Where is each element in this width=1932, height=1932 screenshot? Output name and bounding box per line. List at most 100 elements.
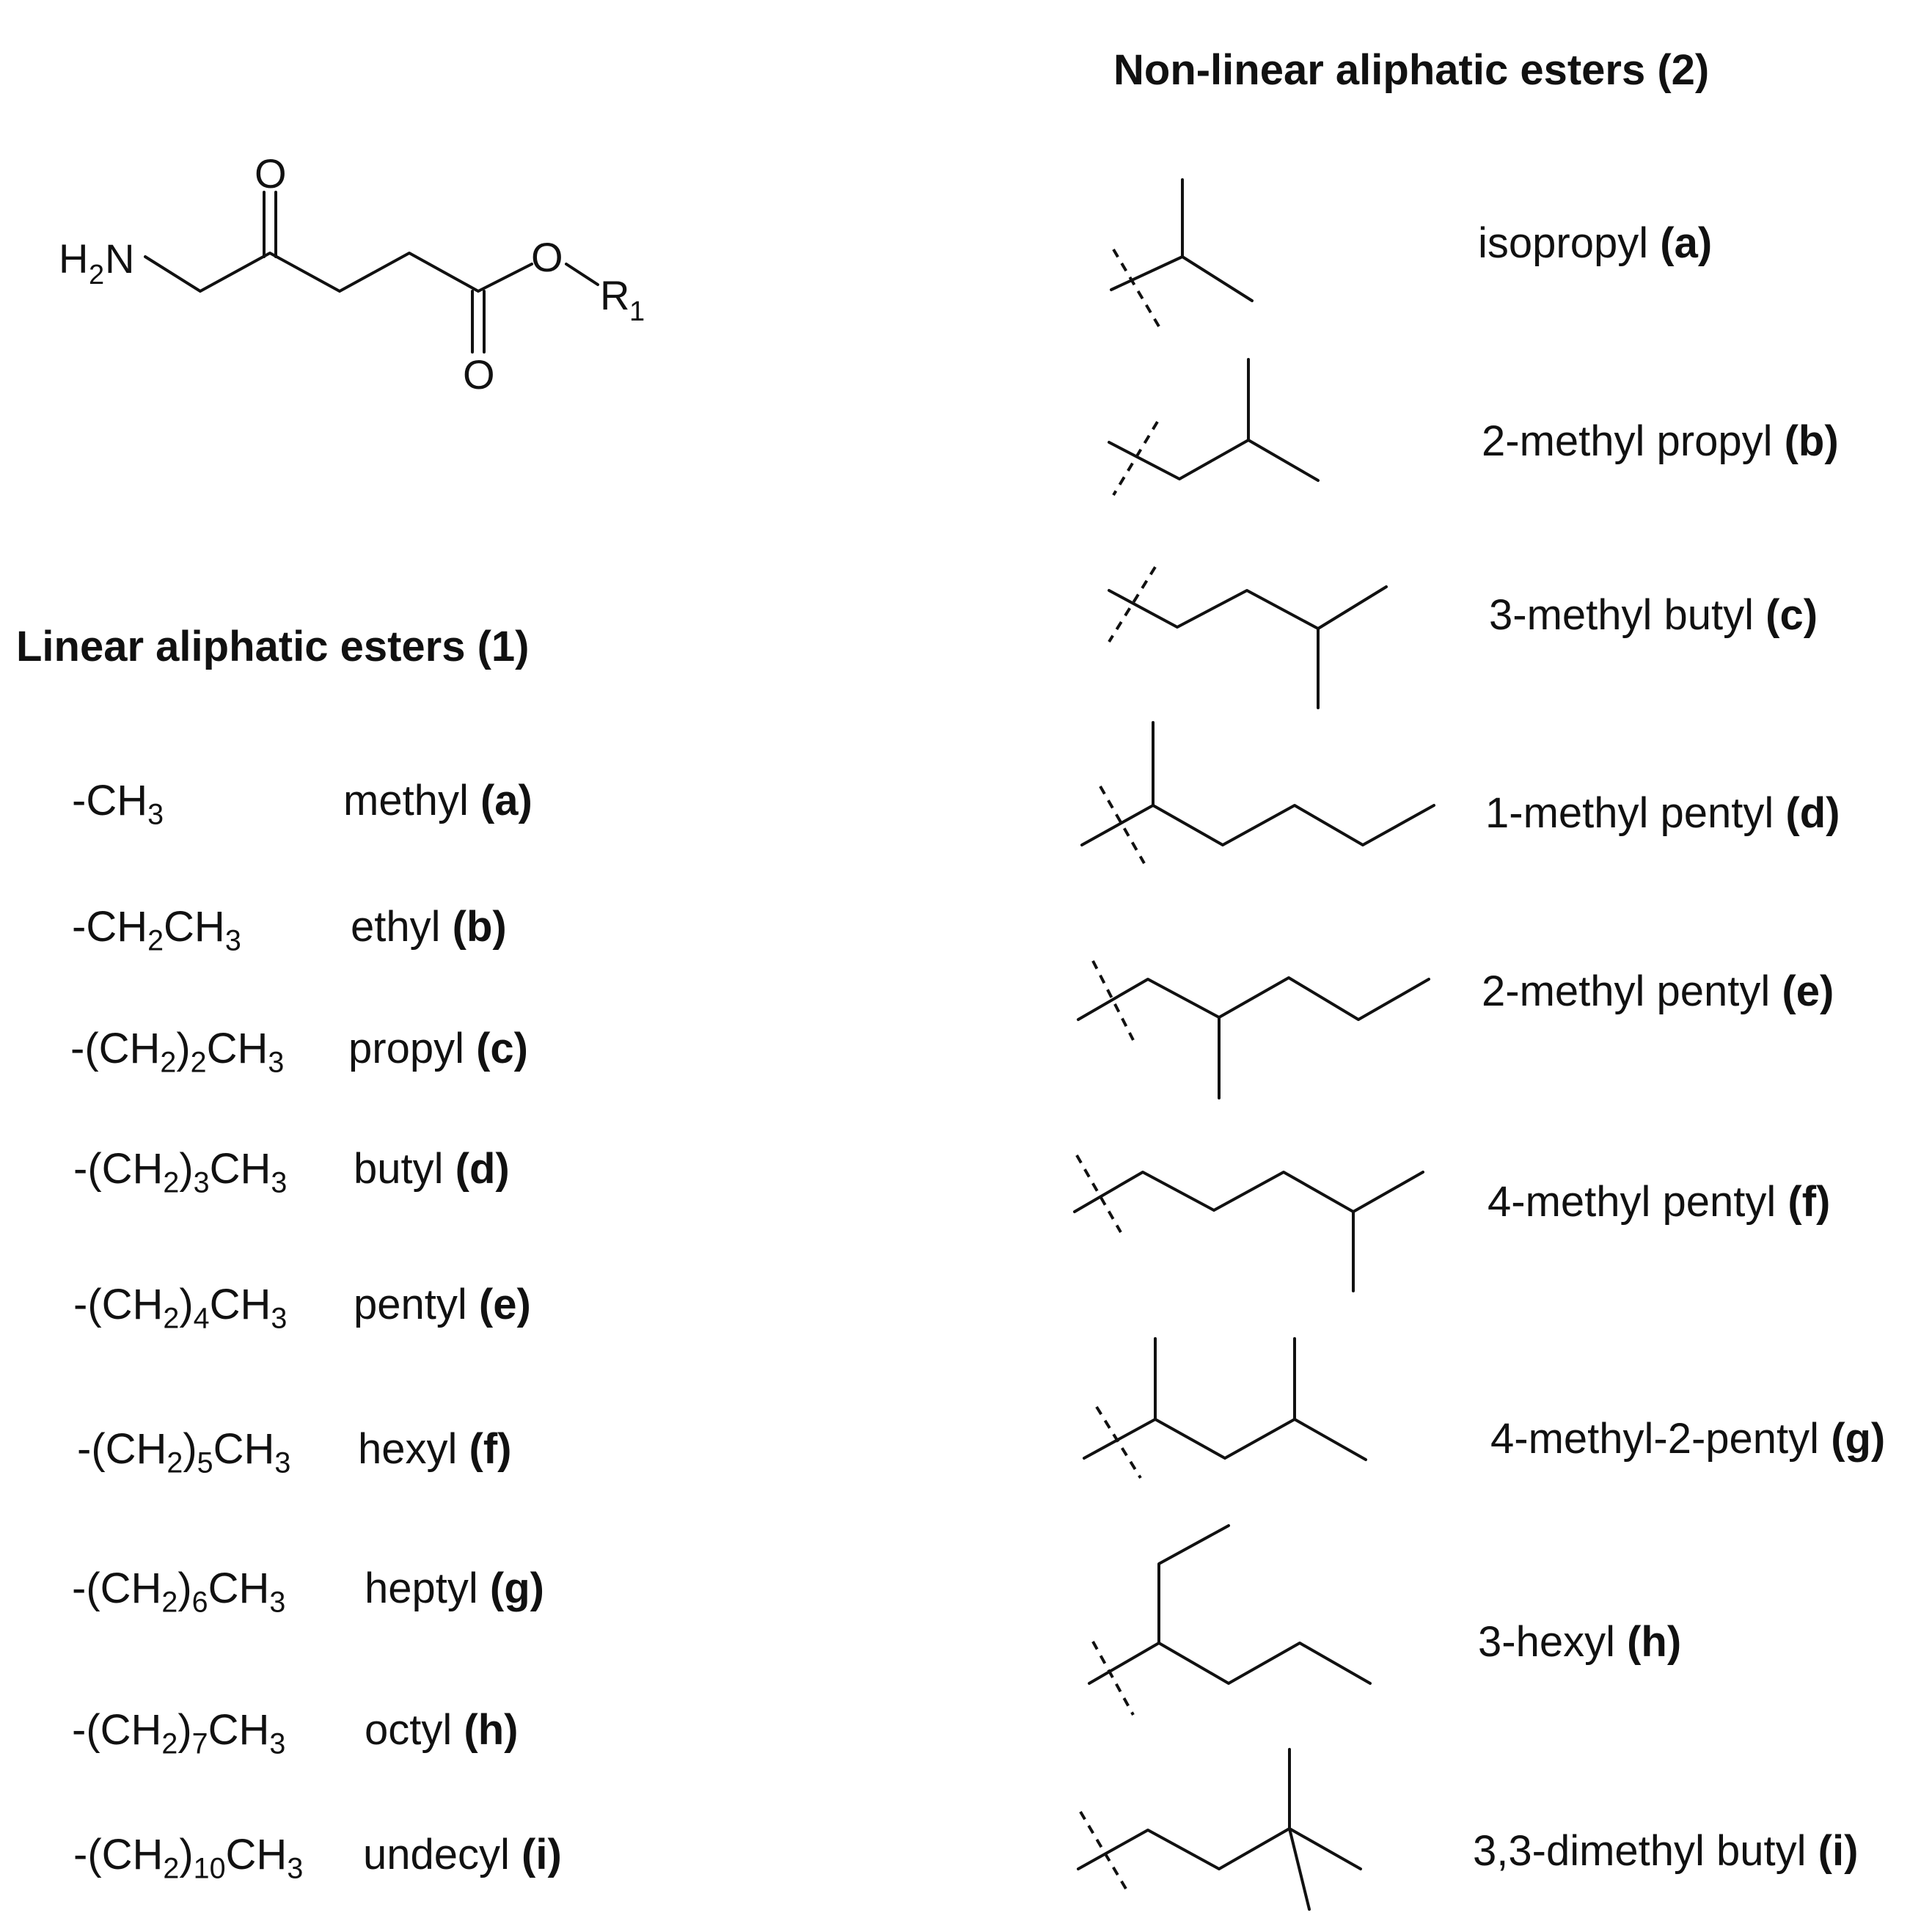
formula-subscript: 3 — [269, 1586, 286, 1619]
ester-label: (b) — [452, 903, 507, 951]
ester-name: heptyl — [365, 1565, 490, 1612]
formula-subscript: 3 — [268, 1046, 285, 1079]
linear-name-heptyl: heptyl (g) — [365, 1564, 544, 1613]
nonlinear-name-3-methyl-butyl: 3-methyl butyl (c) — [1489, 590, 1818, 640]
ester-name: 3-methyl butyl — [1489, 591, 1754, 639]
attachment-cut — [1079, 1810, 1127, 1890]
ester-label: (e) — [1782, 967, 1834, 1015]
formula-subscript: 6 — [191, 1586, 208, 1619]
linear-name-methyl: methyl (a) — [343, 776, 533, 825]
ester-name: 4-methyl pentyl — [1488, 1178, 1777, 1226]
formula-subscript: 2 — [161, 1727, 178, 1760]
structure-2-methyl-pentyl — [1077, 960, 1430, 1099]
structure-4-methyl-pentyl — [1073, 1155, 1424, 1292]
linear-esters-title: Linear aliphatic esters (1) — [16, 623, 530, 670]
bond-main — [1080, 804, 1435, 846]
formula-subscript: 2 — [163, 1852, 180, 1885]
formula-text: CH — [209, 1281, 271, 1328]
formula-text: CH — [208, 1565, 270, 1612]
formula-subscript: 3 — [224, 924, 241, 957]
linear-name-hexyl: hexyl (f) — [358, 1424, 511, 1474]
ester-label: (c) — [476, 1025, 528, 1072]
formula-text: ) — [176, 1025, 191, 1072]
linear-name-ethyl: ethyl (b) — [351, 902, 507, 951]
formula-text: CH — [213, 1425, 275, 1473]
linear-formula-propyl: -(CH2)2CH3 — [70, 1024, 284, 1077]
amine-hydrogen-subscript: 2 — [89, 260, 104, 290]
core-structure: O H 2 N O R 1 O — [59, 150, 645, 398]
r-group-atom: R — [600, 272, 629, 318]
bond-main — [1073, 1171, 1424, 1213]
formula-subscript: 2 — [163, 1166, 180, 1199]
formula-text: ) — [179, 1281, 194, 1328]
ester-name: 1-methyl pentyl — [1485, 789, 1774, 837]
carbonyl-oxygen-atom: O — [463, 351, 495, 398]
formula-text: CH — [209, 1145, 271, 1193]
ester-name: butyl — [354, 1145, 455, 1193]
formula-subscript: 3 — [147, 798, 164, 831]
ester-label: (g) — [1831, 1415, 1886, 1463]
formula-subscript: 7 — [191, 1727, 208, 1760]
formula-text: CH — [208, 1706, 270, 1754]
ester-name: ethyl — [351, 903, 453, 951]
ester-label: (i) — [522, 1831, 562, 1878]
formula-text: -(CH — [73, 1145, 164, 1193]
ester-label: (f) — [1788, 1178, 1831, 1226]
attachment-cut — [1099, 786, 1146, 864]
ester-label: (i) — [1818, 1827, 1859, 1875]
linear-name-pentyl: pentyl (e) — [354, 1280, 531, 1329]
formula-subscript: 10 — [193, 1852, 226, 1885]
ester-label: (h) — [464, 1706, 519, 1754]
ester-name: methyl — [343, 777, 480, 824]
nonlinear-name-3-3-dimethyl-butyl: 3,3-dimethyl butyl (i) — [1473, 1826, 1858, 1876]
formula-text: CH — [206, 1025, 268, 1072]
bond-main — [1108, 585, 1388, 630]
formula-text: -(CH — [77, 1425, 167, 1473]
formula-text: -CH — [72, 777, 148, 824]
formula-subscript: 3 — [274, 1446, 291, 1479]
linear-formula-pentyl: -(CH2)4CH3 — [73, 1280, 287, 1333]
ester-name: 3,3-dimethyl butyl — [1473, 1827, 1807, 1875]
formula-subscript: 2 — [167, 1446, 183, 1479]
ester-label: (d) — [455, 1145, 510, 1193]
bond-main — [1077, 1827, 1362, 1870]
formula-text: CH — [164, 903, 225, 951]
ester-name: isopropyl — [1478, 219, 1649, 267]
attachment-cut — [1108, 566, 1157, 643]
nonlinear-name-4-methyl-2-pentyl: 4-methyl-2-pentyl (g) — [1490, 1414, 1885, 1463]
bond-main — [1088, 1642, 1372, 1685]
linear-formula-heptyl: -(CH2)6CH3 — [72, 1564, 285, 1617]
attachment-cut — [1075, 1155, 1122, 1233]
linear-formula-octyl: -(CH2)7CH3 — [72, 1705, 285, 1758]
formula-text: -(CH — [70, 1025, 161, 1072]
structure-3-hexyl — [1088, 1524, 1372, 1716]
amine-nitrogen-atom: N — [105, 235, 134, 282]
nonlinear-name-2-methyl-propyl: 2-methyl propyl (b) — [1482, 417, 1839, 466]
formula-subscript: 3 — [271, 1166, 288, 1199]
formula-subscript: 5 — [197, 1446, 213, 1479]
attachment-cut — [1112, 248, 1160, 328]
attachment-cut — [1091, 1641, 1135, 1716]
structure-3-3-dimethyl-butyl — [1077, 1748, 1362, 1911]
linear-formula-undecyl: -(CH2)10CH3 — [73, 1830, 303, 1883]
formula-text: ) — [179, 1831, 194, 1878]
structure-2-methyl-propyl — [1108, 358, 1320, 497]
ester-name: propyl — [348, 1025, 477, 1072]
ester-name: octyl — [365, 1706, 464, 1754]
linear-name-propyl: propyl (c) — [348, 1024, 528, 1073]
linear-name-undecyl: undecyl (i) — [363, 1830, 562, 1879]
structure-1-methyl-pentyl — [1080, 721, 1435, 864]
ester-label: (d) — [1785, 789, 1840, 837]
bond-main — [1083, 1418, 1367, 1461]
ester-label: (g) — [489, 1565, 544, 1612]
formula-subscript: 3 — [287, 1852, 304, 1885]
formula-subscript: 2 — [147, 924, 164, 957]
bond-branch — [1157, 1524, 1230, 1644]
ester-label: (b) — [1784, 417, 1839, 465]
bond-main — [1108, 439, 1320, 482]
linear-formula-butyl: -(CH2)3CH3 — [73, 1144, 287, 1197]
formula-text: -(CH — [73, 1281, 164, 1328]
linear-formula-methyl: -CH3 — [72, 776, 164, 829]
ketone-oxygen-atom: O — [255, 150, 287, 197]
